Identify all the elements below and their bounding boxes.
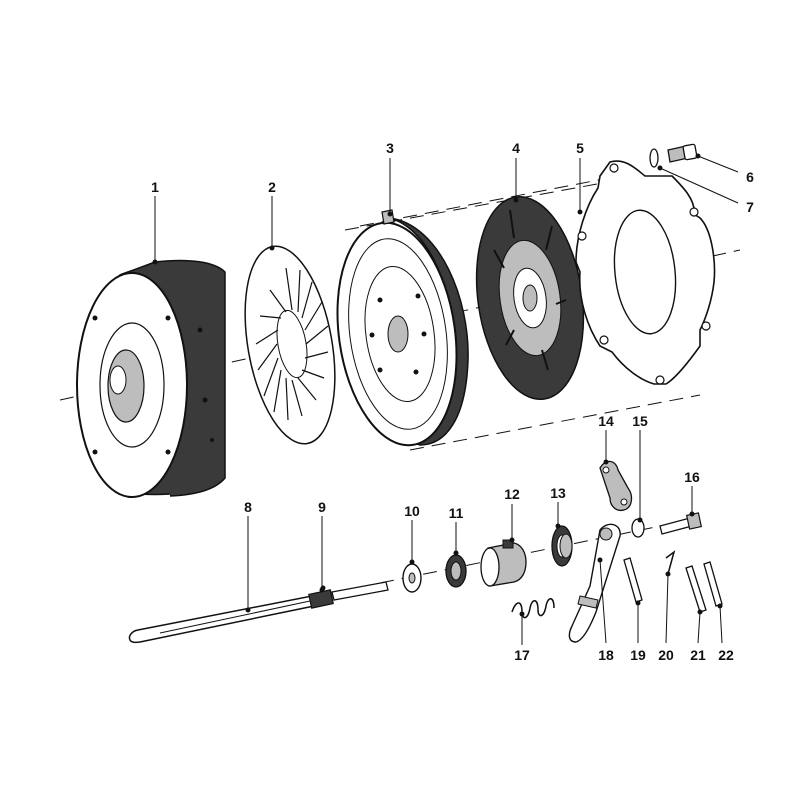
callout-17: 17	[514, 647, 530, 663]
part-20-clip	[665, 550, 676, 575]
callout-21: 21	[690, 647, 706, 663]
callout-labels: 1 2 3 4 5 6 7 8 9 10 11 12 13 14 15 16 1…	[151, 140, 754, 663]
callout-3: 3	[386, 140, 394, 156]
part-4-clutch-disc	[475, 195, 585, 401]
callout-14: 14	[598, 413, 614, 429]
part-14-bracket	[599, 460, 633, 512]
callout-22: 22	[718, 647, 734, 663]
part-16-bolt	[659, 512, 703, 535]
callout-2: 2	[268, 179, 276, 195]
part-9-pushrod	[308, 581, 389, 609]
part-21-pin	[685, 565, 707, 613]
part-22-pin	[703, 561, 723, 607]
callout-7: 7	[746, 199, 754, 215]
callout-1: 1	[151, 179, 159, 195]
part-2-diaphragm-spring	[244, 245, 336, 445]
part-19-pin	[623, 557, 643, 603]
callout-13: 13	[550, 485, 566, 501]
callout-12: 12	[504, 486, 520, 502]
callout-16: 16	[684, 469, 700, 485]
callout-15: 15	[632, 413, 648, 429]
part-18-release-lever	[568, 523, 621, 643]
leader-dots	[152, 153, 723, 617]
part-6-bolt	[667, 143, 698, 163]
part-3-pressure-plate	[336, 209, 469, 447]
callout-18: 18	[598, 647, 614, 663]
callout-19: 19	[630, 647, 646, 663]
part-12-release-bearing	[480, 539, 527, 587]
callout-5: 5	[576, 140, 584, 156]
part-5-adapter-plate	[575, 160, 716, 385]
callout-4: 4	[512, 140, 520, 156]
part-15-nut	[631, 518, 645, 538]
part-17-spring	[511, 598, 555, 619]
callout-10: 10	[404, 503, 420, 519]
part-13-bearing	[551, 525, 573, 567]
part-1-flywheel	[76, 259, 226, 498]
part-7-washer	[649, 148, 659, 168]
part-10-washer	[402, 563, 422, 593]
callout-9: 9	[318, 499, 326, 515]
leader-lines	[154, 155, 739, 645]
callout-8: 8	[244, 499, 252, 515]
part-11-bearing	[445, 554, 467, 588]
part-8-shaft	[128, 595, 315, 644]
callout-20: 20	[658, 647, 674, 663]
callout-6: 6	[746, 169, 754, 185]
callout-11: 11	[449, 505, 464, 521]
